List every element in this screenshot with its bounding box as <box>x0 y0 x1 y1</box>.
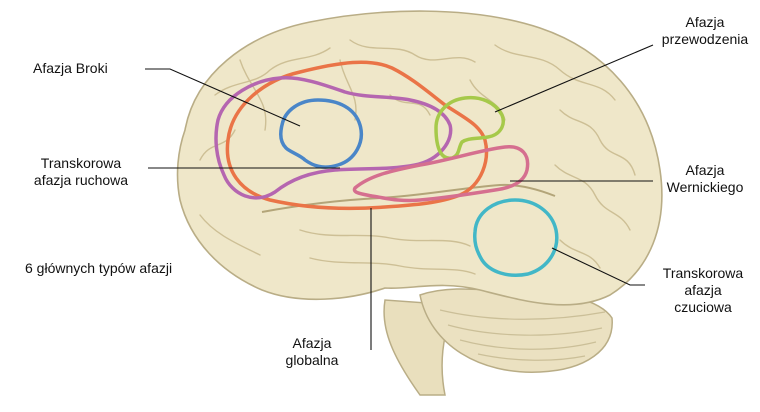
caption-text: 6 głównych typów afazji <box>25 260 173 276</box>
label-conduction-aphasia: Afazja przewodzenia <box>650 14 760 48</box>
label-broca-text: Afazja Broki <box>33 60 108 76</box>
lateral-sulcus <box>261 183 556 213</box>
cerebrum <box>176 10 663 306</box>
leader-lines <box>145 44 654 350</box>
cerebellum-folia <box>439 309 606 361</box>
label-wernicke-line-1: Afazja <box>685 162 725 178</box>
label-global-aphasia: Afazja globalna <box>262 335 362 369</box>
transcortical-motor-outline <box>214 75 453 200</box>
label-transcortical-sensory-line-3: czuciowa <box>674 299 732 315</box>
diagram-caption: 6 głównych typów afazji <box>25 260 172 277</box>
label-transcortical-sensory-line-2: afazja <box>684 282 722 298</box>
label-wernicke-aphasia: Afazja Wernickiego <box>655 162 755 196</box>
label-transcortical-sensory-aphasia: Transkorowa afazja czuciowa <box>648 265 758 316</box>
global-aphasia-outline <box>225 60 489 211</box>
label-global-line-1: Afazja <box>292 335 332 351</box>
transcortical-sensory-outline <box>473 198 559 277</box>
label-transcortical-motor-line-2: afazja ruchowa <box>33 172 129 188</box>
label-conduction-line-1: Afazja <box>685 14 725 30</box>
label-broca-aphasia: Afazja Broki <box>33 60 108 77</box>
brain-body <box>176 10 663 396</box>
label-transcortical-motor-aphasia: Transkorowa afazja ruchowa <box>17 155 145 189</box>
leader-line-conduction <box>494 44 654 113</box>
label-transcortical-motor-line-1: Transkorowa <box>40 155 122 171</box>
label-conduction-line-2: przewodzenia <box>661 31 749 47</box>
aphasia-regions <box>214 60 559 277</box>
label-wernicke-line-2: Wernickiego <box>666 179 744 195</box>
broca-aphasia-outline <box>279 98 363 169</box>
leader-line-broca <box>145 68 301 127</box>
leader-line-transcortical-sensory <box>551 247 645 286</box>
label-global-line-2: globalna <box>285 352 339 368</box>
label-transcortical-sensory-line-1: Transkorowa <box>662 265 744 281</box>
